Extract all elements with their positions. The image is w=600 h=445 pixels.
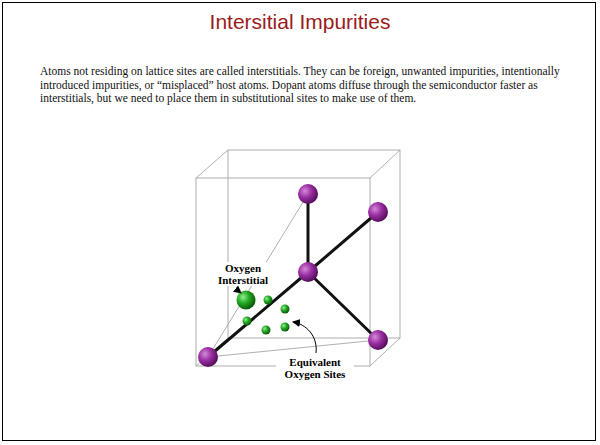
unit-cell (196, 150, 400, 366)
bonds (208, 194, 378, 357)
leader-lines (236, 289, 316, 353)
callout-label: Equivalent Oxygen Sites (276, 356, 354, 380)
host-atoms (198, 184, 388, 367)
oxygen-interstitial (237, 291, 256, 310)
body-text: Atoms not residing on lattice sites are … (40, 65, 562, 106)
callout-label: Oxygen Interstitial (212, 262, 274, 286)
slide-title: Intersitial Impurities (0, 10, 600, 34)
